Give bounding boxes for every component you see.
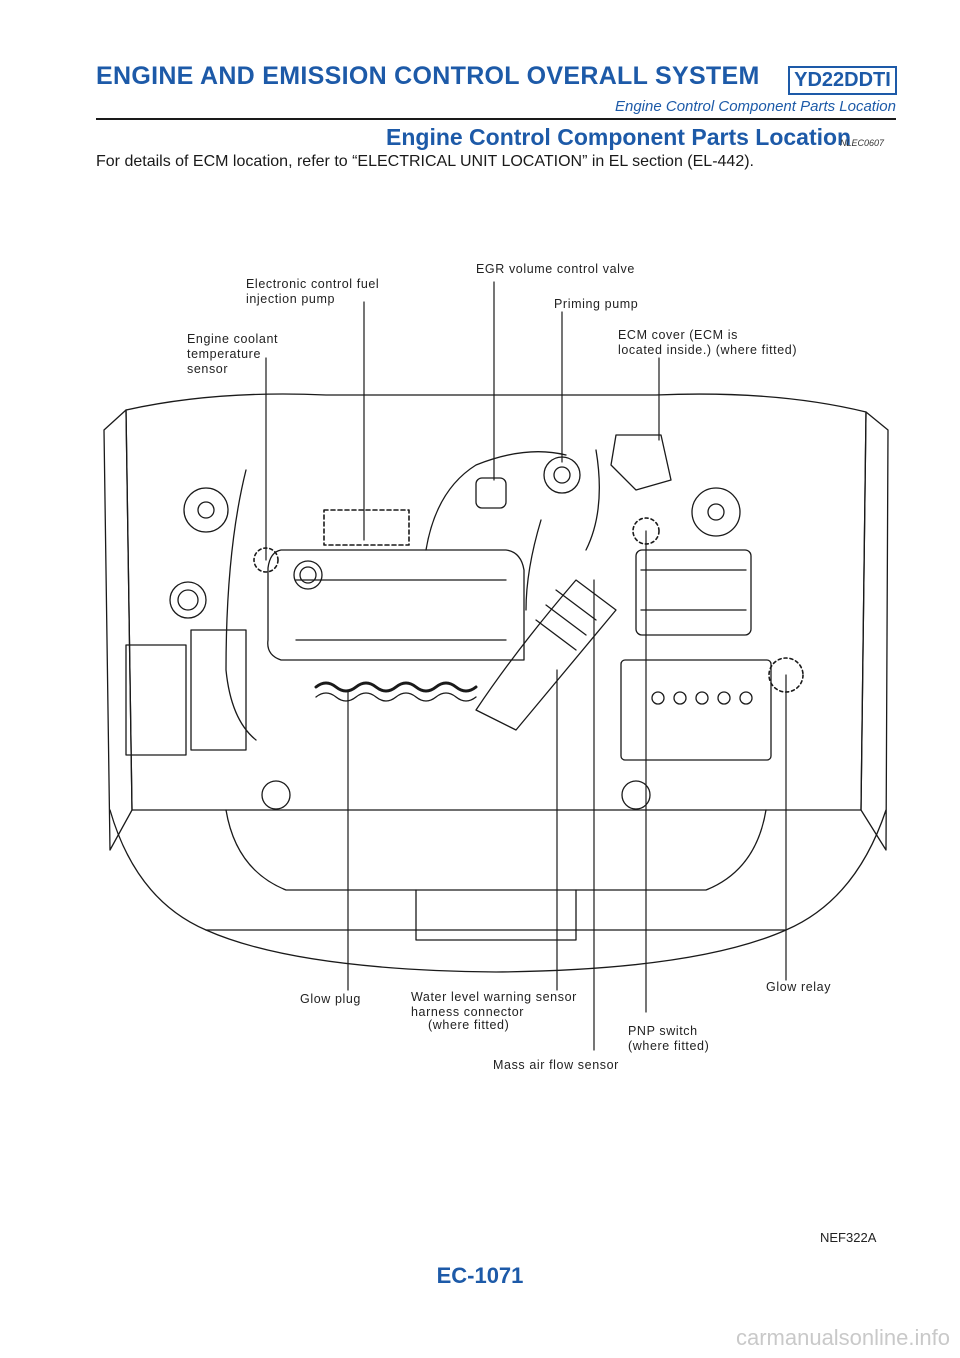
section-title: Engine Control Component Parts Location xyxy=(386,124,852,150)
label-water-level-sensor: Water level warning sensor harness conne… xyxy=(411,990,577,1019)
efi-pump-highlight xyxy=(323,509,410,546)
header-rule xyxy=(96,118,896,120)
header-subtitle: Engine Control Component Parts Location xyxy=(614,98,896,115)
label-glow-plug: Glow plug xyxy=(300,992,361,1006)
fender-left xyxy=(103,409,133,851)
egr-valve-body xyxy=(475,477,507,509)
reservoir-cap xyxy=(169,581,207,619)
label-coolant-sensor: Engine coolant temperature sensor xyxy=(187,332,279,376)
intake-duct xyxy=(475,579,617,731)
engine-cover xyxy=(267,549,525,661)
label-water-level-fitted: (where fitted) xyxy=(428,1018,510,1032)
section-ref-code: NLEC0607 xyxy=(840,138,885,148)
ecm-cover-shape xyxy=(610,434,672,491)
grille xyxy=(225,809,767,891)
strut-tower-right xyxy=(691,487,741,537)
fender-right xyxy=(860,411,889,851)
label-efi-pump: Electronic control fuel injection pump xyxy=(246,277,380,306)
engine-code-badge: YD22DDTI xyxy=(788,66,897,95)
figure-id: NEF322A xyxy=(820,1230,877,1245)
label-maf-sensor: Mass air flow sensor xyxy=(493,1058,619,1072)
battery xyxy=(620,659,772,761)
label-pnp-switch: PNP switch (where fitted) xyxy=(628,1024,710,1053)
watermark-text: carmanualsonline.info xyxy=(735,1325,950,1350)
page-number: EC-1071 xyxy=(436,1263,524,1288)
label-ecm-cover: ECM cover (ECM is located inside.) (wher… xyxy=(618,328,798,357)
system-title: ENGINE AND EMISSION CONTROL OVERALL SYST… xyxy=(96,62,760,90)
label-priming-pump: Priming pump xyxy=(554,297,639,311)
air-cleaner-box xyxy=(635,549,752,636)
label-glow-relay: Glow relay xyxy=(766,980,832,994)
section-body-text: For details of ECM location, refer to “E… xyxy=(96,153,754,170)
front-bumper xyxy=(109,809,887,931)
label-egr-valve: EGR volume control valve xyxy=(476,262,635,276)
engine-bay-diagram: Electronic control fuel injection pump E… xyxy=(96,250,896,1090)
fuse-box xyxy=(125,644,187,756)
strut-tower-left xyxy=(183,487,229,533)
leader-lines xyxy=(265,281,787,1051)
engine-bay-drawing xyxy=(103,281,889,1051)
hood-outline xyxy=(125,393,867,811)
